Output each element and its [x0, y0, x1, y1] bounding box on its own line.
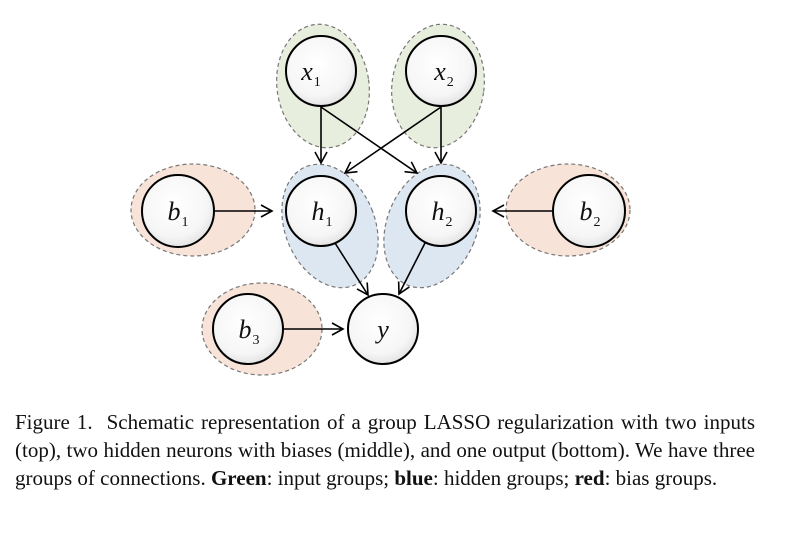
figure-caption: Figure 1.Schematic representation of a g… — [15, 408, 755, 492]
node-b3-symbol: b — [239, 315, 252, 344]
edge-x1-h2 — [320, 106, 419, 174]
node-h2-subscript: 2 — [446, 215, 453, 230]
node-b1-symbol: b — [168, 197, 181, 226]
node-b2: b2 — [552, 174, 626, 248]
node-y: y — [347, 293, 419, 365]
caption-text-4: : bias groups. — [604, 466, 718, 490]
svg-text:h1: h1 — [312, 197, 333, 230]
caption-text-2: : input groups; — [266, 466, 395, 490]
node-x1-subscript: 1 — [314, 75, 321, 90]
svg-text:x2: x2 — [433, 57, 454, 90]
node-b3: b3 — [212, 293, 284, 365]
node-x2: x2 — [405, 35, 477, 107]
svg-text:b2: b2 — [580, 197, 601, 230]
svg-text:x1: x1 — [300, 57, 321, 90]
node-y-symbol: y — [374, 315, 389, 344]
svg-text:b1: b1 — [168, 197, 189, 230]
node-h2-symbol: h — [432, 197, 445, 226]
node-x1: x1 — [285, 35, 357, 107]
caption-blue-label: blue — [394, 466, 433, 490]
caption-text-3: : hidden groups; — [432, 466, 575, 490]
node-h1-symbol: h — [312, 197, 325, 226]
node-b2-symbol: b — [580, 197, 593, 226]
node-x2-symbol: x — [433, 57, 446, 86]
node-x1-symbol: x — [300, 57, 313, 86]
node-b2-subscript: 2 — [594, 215, 601, 230]
caption-text-1: Schematic representation of a group LASS… — [15, 410, 755, 490]
node-b3-subscript: 3 — [253, 333, 260, 348]
caption-green-label: Green — [210, 466, 267, 490]
node-h1: h1 — [285, 175, 357, 247]
svg-text:b3: b3 — [239, 315, 260, 348]
node-h1-subscript: 1 — [326, 215, 333, 230]
group-lasso-diagram: x1 x2 b1 h1 h2 b2 b3 y — [130, 23, 631, 376]
node-x2-subscript: 2 — [447, 75, 454, 90]
svg-text:h2: h2 — [432, 197, 453, 230]
node-b1-subscript: 1 — [182, 215, 189, 230]
node-b1: b1 — [141, 174, 215, 248]
edge-h1-y — [334, 242, 369, 297]
edge-x2-h1 — [343, 106, 442, 174]
node-h2: h2 — [405, 175, 477, 247]
svg-text:y: y — [374, 315, 389, 344]
caption-red-label: red — [574, 466, 605, 490]
edge-h2-y — [397, 242, 426, 296]
figure-label: Figure 1. — [15, 410, 93, 434]
